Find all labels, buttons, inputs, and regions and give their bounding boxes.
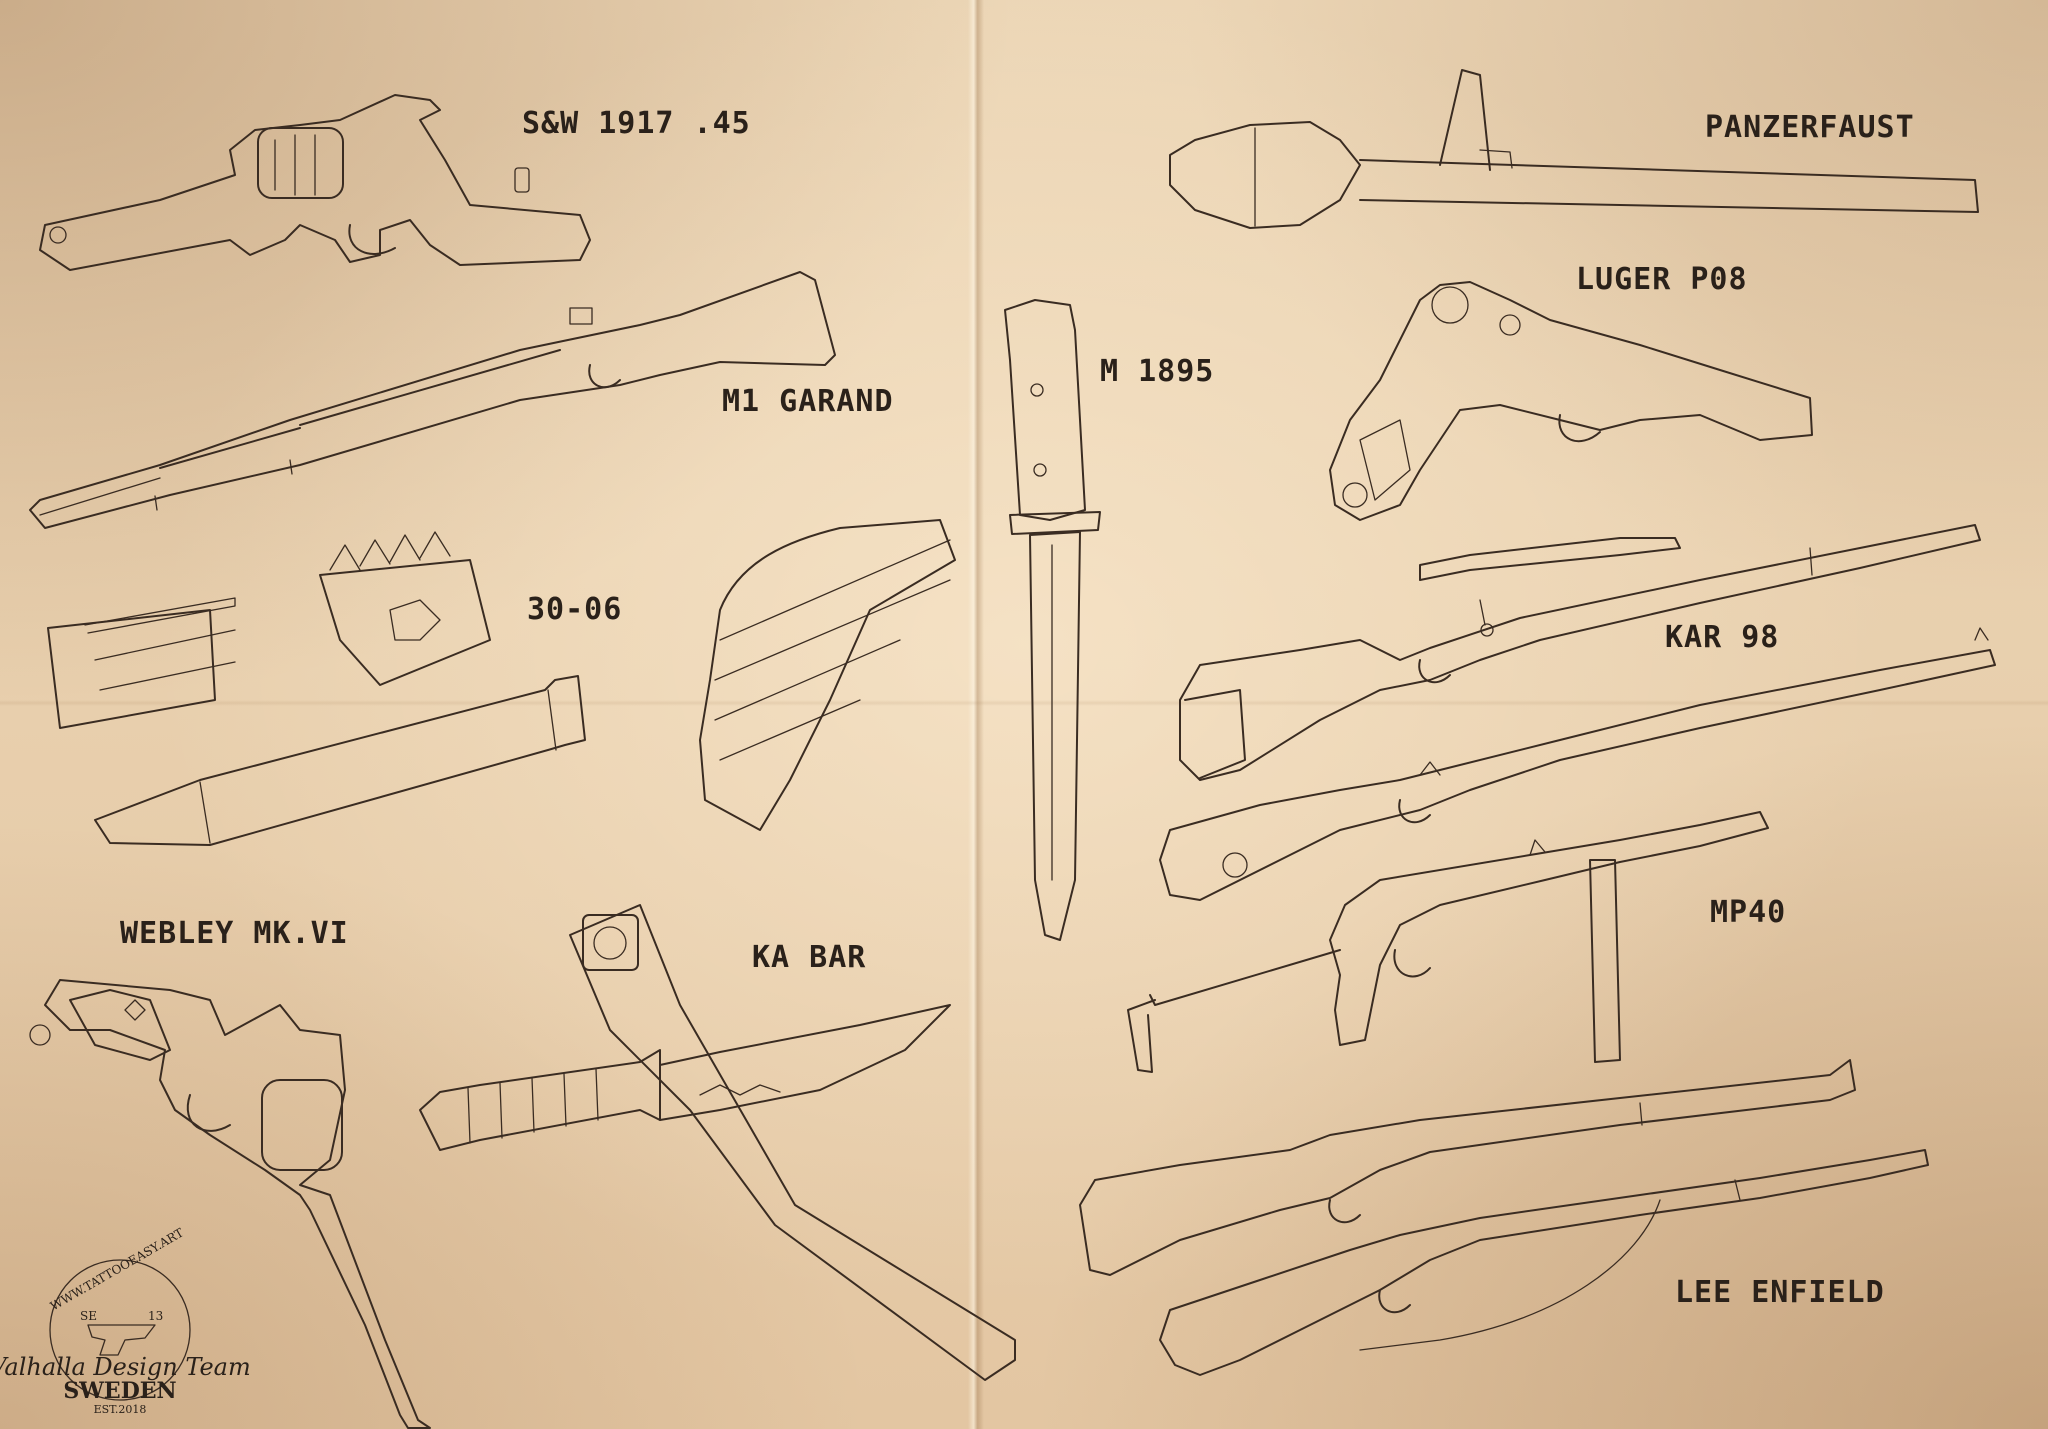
label-mp40: MP40 — [1710, 895, 1787, 930]
label-sw1917: S&W 1917 .45 — [522, 106, 751, 141]
kar98-scoped-rifle-illustration — [1179, 524, 1981, 781]
label-kabar: KA BAR — [752, 940, 867, 975]
badge-url-text: WWW.TATTOOEASY.ART — [48, 1226, 186, 1314]
label-luger: LUGER P08 — [1576, 262, 1748, 297]
center-fold-crease — [968, 0, 984, 1429]
badge-number-text: 13 — [148, 1309, 163, 1323]
m1garand-rifle-illustration — [29, 271, 836, 529]
badge-country-text: SWEDEN — [63, 1378, 176, 1404]
label-panzerfaust: PANZERFAUST — [1705, 110, 1915, 145]
label-webley: WEBLEY MK.VI — [120, 916, 349, 951]
label-m1895: M 1895 — [1100, 354, 1215, 389]
label-lee-enfield: LEE ENFIELD — [1675, 1275, 1885, 1310]
webley-mkvi-revolver-illustration — [29, 979, 431, 1429]
valhalla-badge-logo: SE 13 WWW.TATTOOEASY.ART Valhalla Design… — [0, 1226, 251, 1416]
kar98-rifle-illustration — [1159, 627, 1996, 901]
mp40-smg-illustration — [1127, 811, 1769, 1073]
label-m1garand: M1 GARAND — [722, 384, 894, 419]
kabar-knife-illustration — [419, 904, 1016, 1381]
badge-se-text: SE — [80, 1309, 97, 1323]
badge-team-text: Valhalla Design Team — [0, 1353, 251, 1381]
horizontal-fold-crease — [0, 700, 2048, 706]
label-kar98: KAR 98 — [1665, 620, 1780, 655]
panzerfaust-illustration — [1169, 69, 1979, 229]
ammo-30-06-illustration — [47, 519, 956, 846]
m1895-bayonet-illustration — [1004, 299, 1101, 941]
sw1917-revolver-illustration — [39, 94, 591, 271]
luger-p08-illustration — [1329, 281, 1813, 521]
badge-est-text: EST.2018 — [94, 1403, 147, 1416]
label-ammo-30-06: 30-06 — [527, 592, 623, 627]
lee-enfield-rifle-illustration — [1079, 1059, 1929, 1376]
